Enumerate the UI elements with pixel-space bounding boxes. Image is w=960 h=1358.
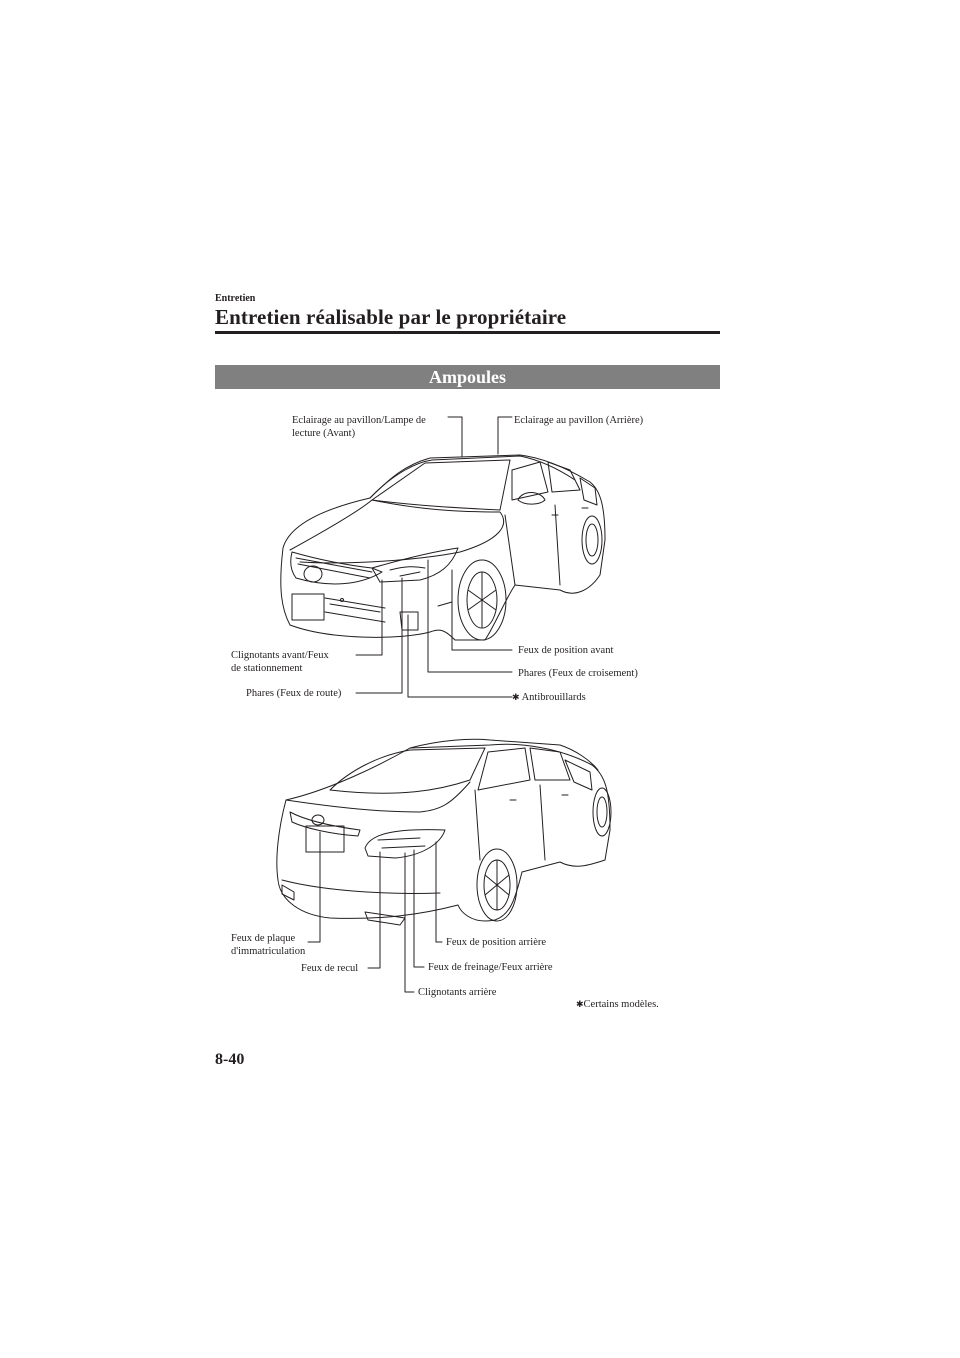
- front-leader-lines: [355, 416, 513, 698]
- label-rear-position: Feux de position arrière: [446, 937, 547, 948]
- label-rear-turn-signal: Clignotants arrière: [418, 987, 497, 998]
- label-fog-lights-text: Antibrouillards: [521, 692, 586, 703]
- section-banner: Ampoules: [215, 365, 720, 389]
- page-number: 8-40: [215, 1051, 245, 1068]
- section-label: Entretien: [215, 293, 256, 304]
- label-reverse: Feux de recul: [301, 963, 359, 974]
- front-car-drawing: [280, 454, 606, 641]
- label-front-turn-signal-line2: de stationnement: [231, 663, 303, 674]
- label-brake-tail: Feux de freinage/Feux arrière: [428, 962, 553, 973]
- footnote-text: Certains modèles.: [583, 999, 659, 1010]
- label-interior-front-line2: lecture (Avant): [292, 428, 356, 439]
- label-interior-rear: Eclairage au pavillon (Arrière): [514, 415, 644, 426]
- label-front-position: Feux de position avant: [518, 645, 614, 656]
- label-high-beam: Phares (Feux de route): [246, 688, 342, 699]
- label-front-turn-signal: Clignotants avant/Feux: [231, 650, 329, 661]
- rear-car-drawing: [276, 738, 612, 926]
- label-low-beam: Phares (Feux de croisement): [518, 668, 638, 679]
- label-fog-lights: ✱ Antibrouillards: [512, 691, 586, 704]
- label-interior-front: Eclairage au pavillon/Lampe de: [292, 415, 426, 426]
- footnote: ✱Certains modèles.: [576, 998, 659, 1011]
- page-title: Entretien réalisable par le propriétaire: [215, 305, 567, 329]
- label-plate-light-line2: d'immatriculation: [231, 946, 306, 957]
- asterisk-icon: ✱: [576, 999, 584, 1009]
- asterisk-icon: ✱: [512, 692, 520, 702]
- rear-leader-lines: [307, 831, 443, 993]
- title-rule: [215, 331, 720, 334]
- label-plate-light: Feux de plaque: [231, 933, 296, 944]
